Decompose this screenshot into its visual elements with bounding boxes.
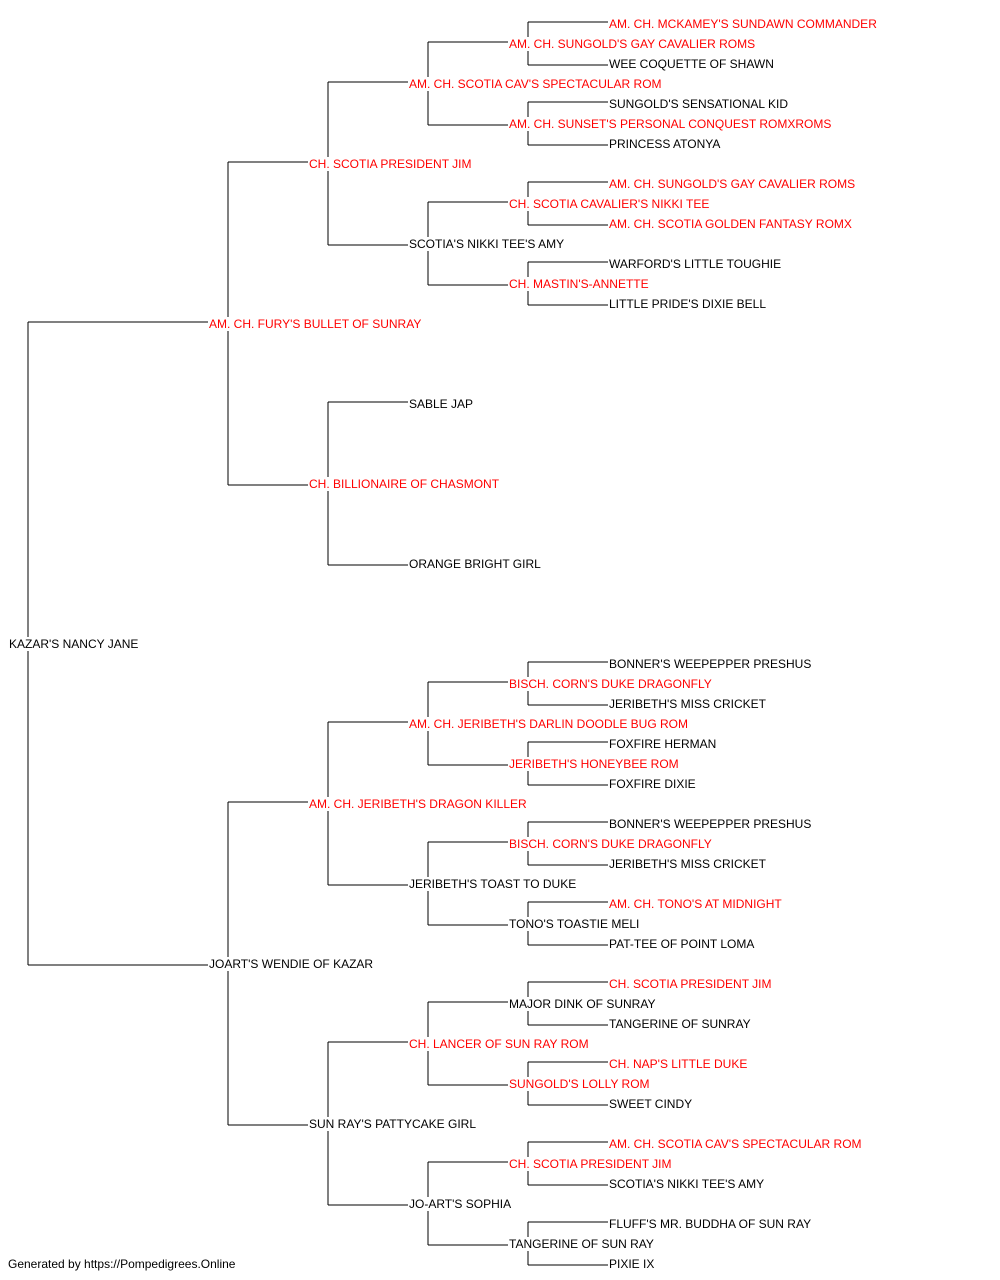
- dam-name: AM. CH. SCOTIA GOLDEN FANTASY ROMX: [608, 217, 853, 231]
- sire-name: AM. CH. SCOTIA CAV'S SPECTACULAR ROM: [408, 77, 663, 91]
- sire-name: BISCH. CORN'S DUKE DRAGONFLY: [508, 677, 713, 691]
- sire-name: AM. CH. SUNGOLD'S GAY CAVALIER ROMS: [608, 177, 857, 191]
- dam-name: TONO'S TOASTIE MELI: [508, 917, 641, 931]
- sire-name: FLUFF'S MR. BUDDHA OF SUN RAY: [608, 1217, 813, 1231]
- sire-name: CH. SCOTIA CAVALIER'S NIKKI TEE: [508, 197, 711, 211]
- dam-name: SCOTIA'S NIKKI TEE'S AMY: [608, 1177, 766, 1191]
- generated-by-footer: Generated by https://Pompedigrees.Online: [8, 1257, 236, 1271]
- sire-name: SABLE JAP: [408, 397, 475, 411]
- dam-name: SWEET CINDY: [608, 1097, 694, 1111]
- dam-name: JERIBETH'S MISS CRICKET: [608, 857, 767, 871]
- sire-name: CH. LANCER OF SUN RAY ROM: [408, 1037, 590, 1051]
- sire-name: CH. SCOTIA PRESIDENT JIM: [308, 157, 473, 171]
- sire-name: AM. CH. MCKAMEY'S SUNDAWN COMMANDER: [608, 17, 878, 31]
- dam-name: WEE COQUETTE OF SHAWN: [608, 57, 775, 71]
- dam-name: JO-ART'S SOPHIA: [408, 1197, 513, 1211]
- sire-name: CH. NAP'S LITTLE DUKE: [608, 1057, 749, 1071]
- sire-name: BONNER'S WEEPEPPER PRESHUS: [608, 657, 813, 671]
- dam-name: TANGERINE OF SUN RAY: [508, 1237, 655, 1251]
- dam-name: FOXFIRE DIXIE: [608, 777, 697, 791]
- dam-name: JERIBETH'S HONEYBEE ROM: [508, 757, 680, 771]
- sire-name: AM. CH. TONO'S AT MIDNIGHT: [608, 897, 783, 911]
- sire-name: MAJOR DINK OF SUNRAY: [508, 997, 657, 1011]
- dam-name: CH. BILLIONAIRE OF CHASMONT: [308, 477, 501, 491]
- sire-name: SUNGOLD'S SENSATIONAL KID: [608, 97, 789, 111]
- dam-name: JERIBETH'S MISS CRICKET: [608, 697, 767, 711]
- dam-name: SUN RAY'S PATTYCAKE GIRL: [308, 1117, 477, 1131]
- dam-name: JERIBETH'S TOAST TO DUKE: [408, 877, 578, 891]
- dam-name: ORANGE BRIGHT GIRL: [408, 557, 542, 571]
- sire-name: FOXFIRE HERMAN: [608, 737, 718, 751]
- sire-name: WARFORD'S LITTLE TOUGHIE: [608, 257, 783, 271]
- sire-name: AM. CH. JERIBETH'S DRAGON KILLER: [308, 797, 528, 811]
- dam-name: PRINCESS ATONYA: [608, 137, 722, 151]
- sire-name: BISCH. CORN'S DUKE DRAGONFLY: [508, 837, 713, 851]
- sire-name: CH. SCOTIA PRESIDENT JIM: [608, 977, 773, 991]
- sire-name: CH. SCOTIA PRESIDENT JIM: [508, 1157, 673, 1171]
- dam-name: SCOTIA'S NIKKI TEE'S AMY: [408, 237, 566, 251]
- sire-name: AM. CH. SCOTIA CAV'S SPECTACULAR ROM: [608, 1137, 863, 1151]
- subject-dog-name: KAZAR'S NANCY JANE: [8, 637, 140, 651]
- sire-name: AM. CH. SUNGOLD'S GAY CAVALIER ROMS: [508, 37, 757, 51]
- dam-name: CH. MASTIN'S-ANNETTE: [508, 277, 650, 291]
- dam-name: SUNGOLD'S LOLLY ROM: [508, 1077, 651, 1091]
- sire-name: BONNER'S WEEPEPPER PRESHUS: [608, 817, 813, 831]
- dam-name: TANGERINE OF SUNRAY: [608, 1017, 752, 1031]
- dam-name: JOART'S WENDIE OF KAZAR: [208, 957, 375, 971]
- sire-name: AM. CH. FURY'S BULLET OF SUNRAY: [208, 317, 423, 331]
- dam-name: PAT-TEE OF POINT LOMA: [608, 937, 756, 951]
- sire-name: AM. CH. JERIBETH'S DARLIN DOODLE BUG ROM: [408, 717, 689, 731]
- dam-name: LITTLE PRIDE'S DIXIE BELL: [608, 297, 768, 311]
- dam-name: PIXIE IX: [608, 1257, 656, 1271]
- dam-name: AM. CH. SUNSET'S PERSONAL CONQUEST ROMXR…: [508, 117, 833, 131]
